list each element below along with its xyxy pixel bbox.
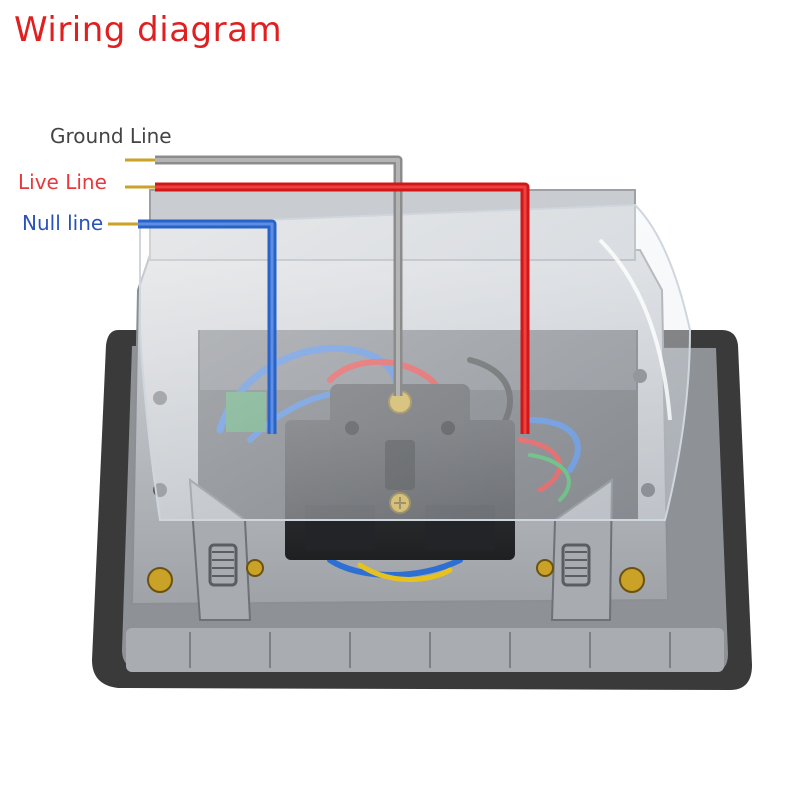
live-wire: [125, 182, 530, 434]
null-line-label: Null line: [22, 211, 104, 235]
transparent-cover: [139, 203, 692, 521]
ground-wire: [125, 155, 403, 396]
base-rim: [126, 628, 724, 672]
null-wire: [108, 219, 277, 434]
page-title: Wiring diagram: [14, 10, 283, 50]
live-line-label: Live Line: [18, 170, 107, 194]
cover-highlight: [598, 238, 672, 421]
base-ribs: [189, 632, 671, 668]
ground-line-label: Ground Line: [50, 124, 172, 148]
